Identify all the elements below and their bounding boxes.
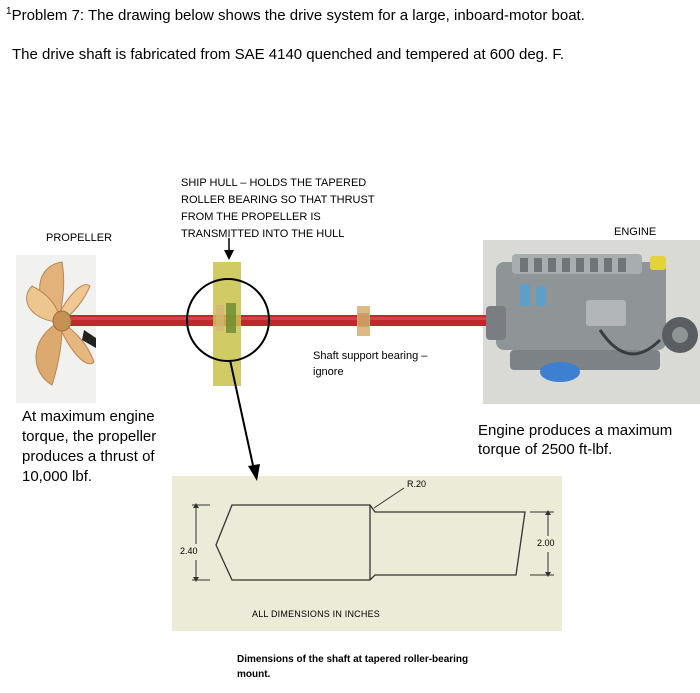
engine-icon: [486, 254, 698, 382]
right-diameter-dimension: 2.00: [537, 538, 555, 548]
material-statement: The drive shaft is fabricated from SAE 4…: [12, 46, 565, 63]
engine-torque-note: Engine produces a maximum torque of 2500…: [478, 422, 673, 458]
detail-arrow-head: [248, 464, 260, 481]
footnote-marker: 1: [6, 6, 12, 17]
shaft-outline: [215, 504, 526, 581]
units-note: ALL DIMENSIONS IN INCHES: [252, 609, 380, 619]
detail-circle: [186, 278, 270, 362]
support-bearing-note: Shaft support bearing – ignore: [313, 350, 428, 378]
propeller-label: PROPELLER: [46, 232, 113, 244]
radius-dimension: R.20: [407, 479, 427, 489]
drawing-caption: Dimensions of the shaft at tapered rolle…: [237, 654, 469, 680]
problem-statement: 1Problem 7: The drawing below shows the …: [6, 6, 585, 24]
problem-text: Problem 7: The drawing below shows the d…: [11, 7, 585, 24]
propeller-thrust-note: At maximum engine torque, the propeller …: [22, 408, 157, 485]
shaft-drawing-panel: [172, 476, 562, 631]
left-diameter-dimension: 2.40: [180, 546, 198, 556]
propeller-icon: [26, 261, 96, 386]
engine-label: ENGINE: [614, 226, 657, 238]
hull-arrow-head: [224, 250, 234, 260]
hull-annotation: SHIP HULL – HOLDS THE TAPERED ROLLER BEA…: [181, 177, 375, 240]
drive-shaft: [60, 315, 490, 326]
shaft-profile-drawing: [192, 487, 554, 581]
tapered-roller-bearing: [226, 303, 236, 333]
